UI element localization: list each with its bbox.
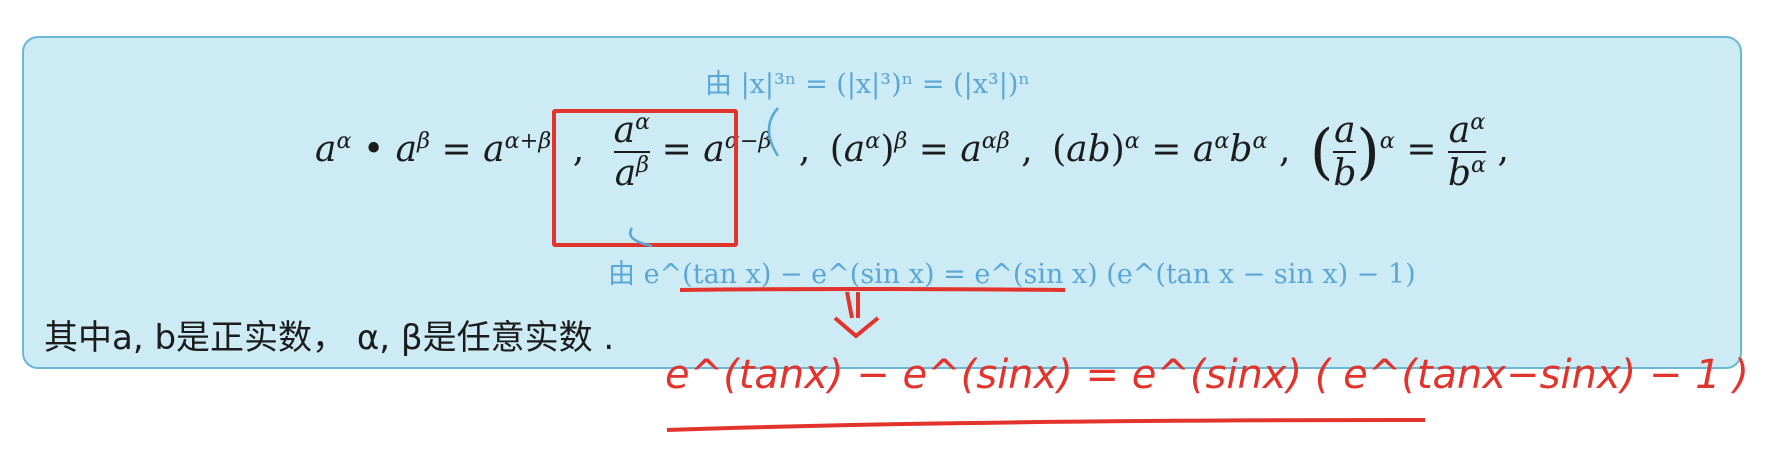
annotation-bottom: 由 e^(tan x) − e^(sin x) = e^(sin x) (e^(… <box>608 252 1416 291</box>
formula-line: aα • aβ = aα+β , aα aβ = aα−β , (aα)β = … <box>315 109 1509 195</box>
formula-quotient-rhs: = aα−β <box>661 128 772 171</box>
blue-arrow-up <box>767 107 780 157</box>
chinese-condition-text: 其中a, b是正实数， α, β是任意实数 . <box>44 318 615 358</box>
formula-product-power: (ab)α = aαbα <box>1052 128 1268 171</box>
red-underline-2 <box>666 418 1426 432</box>
handwritten-equation: e^(tanx) − e^(sinx) = e^(sinx) ( e^(tanx… <box>665 352 1749 398</box>
formula-quotient-fraction: aα aβ <box>613 109 651 195</box>
blue-arrow-down <box>629 227 653 248</box>
textbook-formula-box <box>22 36 1742 369</box>
red-underline-1 <box>679 287 1066 292</box>
annotation-top: 由 |x|³ⁿ = (|x|³)ⁿ = (|x³|)ⁿ <box>705 62 1030 101</box>
formula-power-rule: (aα)β = aαβ <box>829 128 1010 171</box>
annotation-top-text: 由 |x|³ⁿ = (|x|³)ⁿ = (|x³|)ⁿ <box>705 69 1031 100</box>
formula-product-rule: aα • aβ = aα+β <box>315 128 552 171</box>
red-down-arrow <box>833 291 880 339</box>
annotation-bottom-text: 由 e^(tan x) − e^(sin x) = e^(sin x) (e^(… <box>608 259 1416 290</box>
